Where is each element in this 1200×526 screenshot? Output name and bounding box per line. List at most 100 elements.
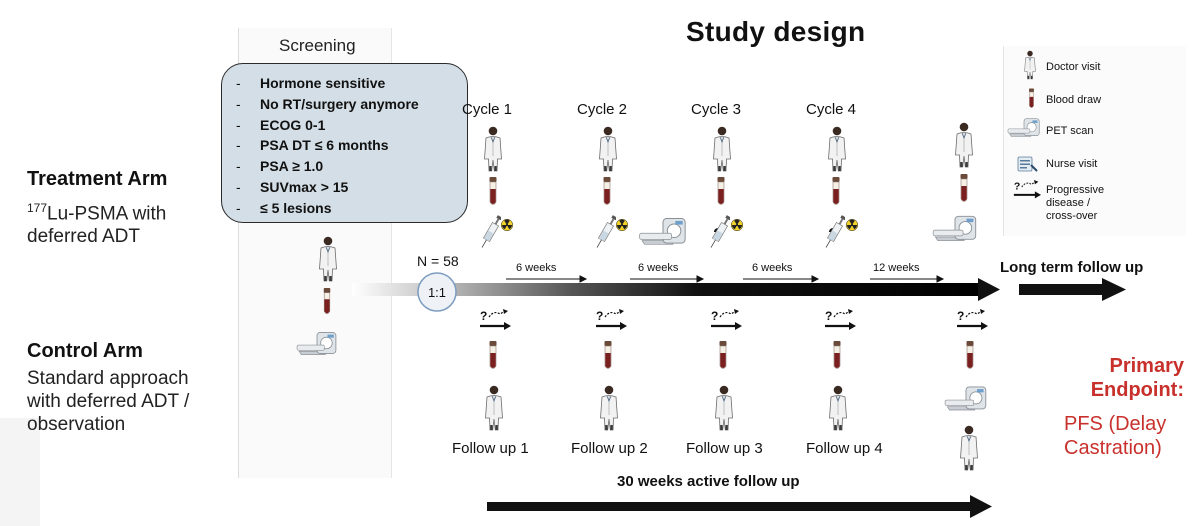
active-follow-up-arrow [487, 502, 972, 511]
blood-tube-icon [604, 341, 612, 369]
treatment-arm-title: Treatment Arm [27, 168, 168, 190]
doctor-icon [955, 122, 973, 168]
question-arrow-icon [594, 309, 628, 332]
cycle-label: Cycle 1 [462, 101, 513, 118]
pet-scanner-icon [932, 215, 977, 242]
cycle-4-icons: ? [825, 126, 858, 250]
page-title: Study design [686, 16, 866, 47]
syringe-icon [596, 214, 616, 250]
follow-up-label: Follow up 1 [452, 440, 529, 457]
blood-tube-icon [719, 341, 727, 369]
long-term-arrow-head [1102, 278, 1126, 301]
criterion-item: -SUVmax > 15 [236, 178, 349, 195]
radiation-icon [731, 219, 743, 231]
doctor-icon [1024, 50, 1036, 80]
interval-arrows [506, 275, 945, 283]
blood-tube-icon [1028, 88, 1035, 109]
follow-up-2-icons [594, 309, 628, 431]
doctor-icon [715, 385, 733, 431]
treatment-arrow-head [978, 278, 1000, 301]
doctor-icon [484, 126, 502, 172]
legend-progressive-label: Progressive disease / cross-over [1046, 184, 1105, 222]
blood-tube-icon [833, 341, 841, 369]
primary-endpoint-desc: PFS (Delay Castration) [1064, 413, 1167, 459]
blood-tube-icon [489, 177, 497, 205]
left-panel [0, 0, 240, 526]
long-term-arrow [1019, 284, 1104, 295]
legend-panel [1003, 46, 1186, 236]
cycle-1-icons [481, 126, 513, 250]
blood-tube-icon [960, 174, 968, 202]
blood-tube-icon [603, 177, 611, 205]
screening-label: Screening [279, 36, 356, 55]
legend-blood-label: Blood draw [1046, 94, 1102, 106]
follow-up-label: Follow up 3 [686, 440, 763, 457]
blood-tube-icon [489, 341, 497, 369]
cycle-3-icons: ? [710, 126, 743, 250]
follow-up-1-icons [478, 309, 512, 431]
legend-nurse-label: Nurse visit [1046, 158, 1098, 170]
randomization-ratio: 1:1 [428, 285, 446, 300]
follow-up-4-icons [823, 309, 857, 431]
eligibility-criteria-box: -Hormone sensitive -No RT/surgery anymor… [221, 63, 468, 223]
control-arm-desc: Standard approach with deferred ADT / ob… [27, 368, 190, 435]
radiation-icon [616, 219, 628, 231]
syringe-icon [481, 214, 501, 250]
pet-scanner-icon [1007, 118, 1040, 137]
question-arrow-icon [823, 309, 857, 332]
doctor-icon [319, 236, 337, 282]
blood-tube-icon [966, 341, 974, 369]
question-arrow-icon [709, 309, 743, 332]
randomization-circle [417, 272, 457, 312]
pet-scanner-icon [296, 331, 337, 356]
control-arm-title: Control Arm [27, 340, 143, 362]
blood-tube-icon [832, 177, 840, 205]
pet-scanner-icon [638, 217, 686, 245]
interval-label: 6 weeks [638, 262, 679, 274]
doctor-icon [599, 126, 617, 172]
question-arrow-icon [955, 309, 989, 332]
doctor-icon [829, 385, 847, 431]
criterion-item: -PSA DT ≤ 6 months [236, 137, 389, 154]
final-control-visit-icons [944, 309, 989, 471]
doctor-icon [600, 385, 618, 431]
final-treatment-visit-icons [932, 122, 977, 242]
nurse-icon [1017, 156, 1038, 172]
criterion-item: -≤ 5 lesions [236, 199, 332, 216]
cycle-label: Cycle 3 [691, 101, 742, 118]
blood-tube-icon [323, 288, 331, 315]
long-term-follow-up-label: Long term follow up [1000, 259, 1144, 276]
doctor-icon [828, 126, 846, 172]
criterion-item: -No RT/surgery anymore [236, 95, 419, 112]
pet-scanner-icon [944, 386, 987, 411]
left-panel-shade [0, 418, 40, 526]
doctor-icon [713, 126, 731, 172]
follow-up-label: Follow up 4 [806, 440, 883, 457]
criterion-item: -Hormone sensitive [236, 75, 386, 91]
active-follow-up-arrow-head [970, 495, 992, 518]
legend-doctor-label: Doctor visit [1046, 61, 1101, 73]
blood-tube-icon [717, 177, 725, 205]
radiation-icon [846, 219, 858, 231]
doctor-icon [485, 385, 503, 431]
legend-pet-label: PET scan [1046, 125, 1094, 137]
follow-up-3-icons [709, 309, 743, 431]
interval-label: 6 weeks [752, 262, 793, 274]
question-arrow-icon [1012, 180, 1042, 200]
cycle-label: Cycle 2 [577, 101, 628, 118]
cycle-label: Cycle 4 [806, 101, 857, 118]
treatment-timeline-arrow [352, 283, 980, 296]
cycle-2-icons [596, 126, 686, 250]
interval-label: 12 weeks [873, 262, 920, 274]
active-follow-up-label: 30 weeks active follow up [617, 473, 800, 490]
sample-size-label: N = 58 [417, 253, 459, 269]
radiation-icon [501, 219, 513, 231]
treatment-arm-desc: 177Lu-PSMA with deferred ADT [27, 201, 167, 248]
doctor-icon [960, 425, 978, 471]
question-arrow-icon [478, 309, 512, 332]
primary-endpoint-title: Primary Endpoint: [1090, 355, 1184, 401]
criterion-item: -ECOG 0-1 [236, 116, 326, 133]
criterion-item: -PSA ≥ 1.0 [236, 158, 324, 175]
interval-label: 6 weeks [516, 262, 557, 274]
